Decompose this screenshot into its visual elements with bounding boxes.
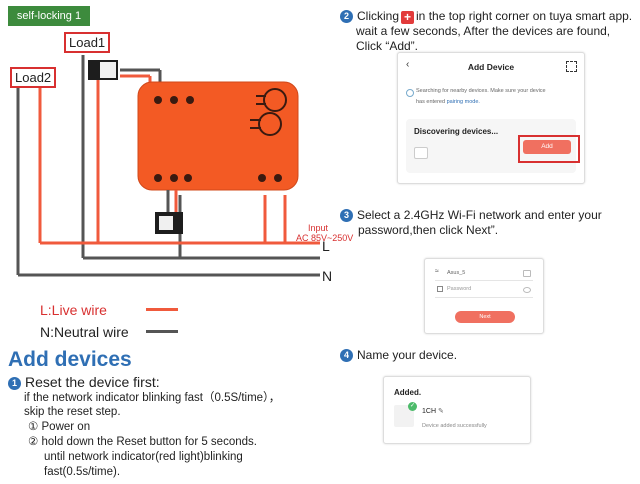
input-label: Input [308, 223, 329, 233]
step4-number: 4 [340, 349, 353, 362]
wifi-icon: ≈ [435, 268, 439, 275]
switch-network-icon[interactable] [523, 270, 531, 277]
legend-live-text: L:Live wire [40, 302, 107, 318]
line-n-label: N [322, 268, 333, 284]
legend-neutral-swatch [146, 330, 178, 333]
step2-number: 2 [340, 10, 353, 23]
step1-number: 1 [8, 377, 21, 390]
add-device-title: Add Device [467, 62, 515, 72]
wifi-ssid[interactable]: Asus_5 [447, 270, 466, 276]
pairing-mode-link[interactable]: pairing mode. [446, 99, 480, 105]
wiring-diagram [16, 55, 320, 277]
searching-text-b: has entered pairing mode. [416, 99, 480, 105]
eye-icon[interactable] [523, 287, 531, 293]
discovering-text: Discovering devices... [414, 127, 499, 136]
next-button[interactable]: Next [455, 311, 515, 323]
edit-icon[interactable]: ✎ [438, 408, 444, 415]
back-icon[interactable]: ‹ [406, 59, 410, 70]
added-screen: Added. ✓ 1CH ✎ Device added successfully [383, 376, 531, 444]
lock-icon [437, 286, 443, 292]
step3-text-b: password,then click Next”. [358, 223, 499, 237]
step2-text-d: Click “Add”. [356, 39, 419, 53]
line-l-label: L [322, 238, 330, 254]
legend-neutral-text: N:Neutral wire [40, 324, 129, 340]
password-field[interactable]: Password [447, 286, 472, 292]
check-icon: ✓ [408, 402, 417, 411]
step1-sub2-line2: until network indicator(red light)blinki… [44, 451, 243, 463]
switch-module [138, 82, 298, 190]
wifi-screen: ≈ Asus_5 Password Next [424, 258, 544, 334]
plus-icon: + [401, 11, 415, 24]
reset-button-2 [258, 112, 282, 136]
spinner-icon [406, 89, 414, 97]
add-devices-title: Add devices [8, 348, 132, 371]
add-device-screen: ‹ Add Device Searching for nearby device… [397, 52, 585, 184]
wiring-tag: self-locking 1 [8, 6, 90, 26]
load2-label: Load2 [10, 67, 57, 88]
add-button-highlight [518, 135, 580, 163]
added-title: Added. [394, 388, 422, 397]
load1-label: Load1 [64, 32, 111, 53]
device-thumbnail [394, 405, 414, 427]
device-icon [414, 147, 428, 159]
step1-sub2-line3: fast(0.5s/time). [44, 466, 121, 478]
step3-number: 3 [340, 209, 353, 222]
add-button[interactable]: Add [523, 140, 571, 154]
step1-line2: skip the reset step. [24, 406, 121, 418]
step2-text-c: wait a few seconds, After the devices ar… [356, 24, 611, 38]
step1-sub1: ① Power on [28, 421, 91, 433]
reset-button-1 [263, 88, 287, 112]
device-added-status: Device added successfully [422, 423, 487, 429]
step1-sub2: ② hold down the Reset button for 5 secon… [28, 436, 257, 448]
step1-line1: if the network indicator blinking fast（0… [24, 392, 281, 404]
device-name[interactable]: 1CH [422, 408, 437, 415]
legend-live-swatch [146, 308, 178, 311]
input-voltage: AC 85V~250V [296, 233, 354, 243]
searching-text-a: Searching for nearby devices. Make sure … [416, 88, 546, 94]
scan-icon[interactable] [566, 61, 577, 72]
